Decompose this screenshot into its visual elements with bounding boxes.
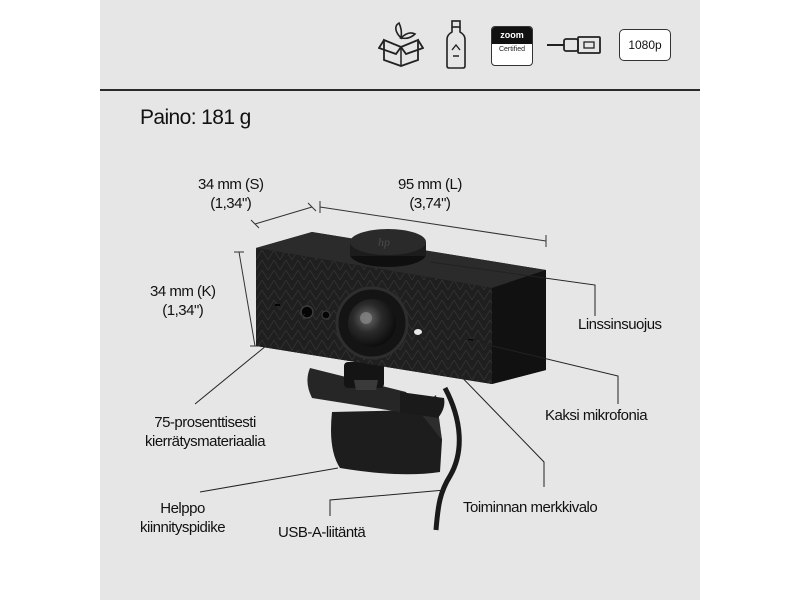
height-metric: 34 mm (K) bbox=[150, 283, 216, 300]
weight-label: Paino: 181 g bbox=[140, 106, 251, 129]
height-dimension-label: 34 mm (K) (1,34") bbox=[150, 282, 216, 320]
length-dimension-label: 95 mm (L) (3,74") bbox=[398, 175, 462, 213]
usb-connector-label: USB-A-liitäntä bbox=[278, 524, 366, 541]
product-panel: zoom Certified 1080p Paino: 181 g bbox=[100, 0, 700, 600]
clip-line-1: Helppo bbox=[160, 500, 205, 517]
zoom-certified-badge: zoom Certified bbox=[491, 26, 533, 66]
indicator-light-label: Toiminnan merkkivalo bbox=[463, 499, 598, 516]
length-imperial: (3,74") bbox=[409, 195, 451, 212]
webcam-illustration: hp bbox=[194, 201, 619, 531]
lens-cover-label: Linssinsuojus bbox=[578, 316, 662, 333]
height-imperial: (1,34") bbox=[162, 302, 204, 319]
resolution-badge: 1080p bbox=[619, 29, 671, 61]
mounting-clip bbox=[307, 362, 462, 531]
svg-text:hp: hp bbox=[378, 235, 390, 249]
recycled-material-label: 75-prosenttisesti kierrätysmateriaalia bbox=[145, 413, 266, 451]
certified-text: Certified bbox=[498, 46, 526, 53]
length-metric: 95 mm (L) bbox=[398, 176, 462, 193]
microphones-label: Kaksi mikrofonia bbox=[545, 407, 648, 424]
clip-line-2: kiinnityspidike bbox=[140, 519, 226, 536]
mounting-clip-label: Helppo kiinnityspidike bbox=[140, 499, 226, 537]
depth-dimension-label: 34 mm (S) (1,34") bbox=[198, 175, 264, 213]
camera-body: hp bbox=[256, 229, 546, 384]
depth-imperial: (1,34") bbox=[210, 195, 252, 212]
header-divider bbox=[100, 89, 700, 91]
depth-metric: 34 mm (S) bbox=[198, 176, 264, 193]
recycled-line-2: kierrätysmateriaalia bbox=[145, 433, 266, 450]
recycled-bottle-icon bbox=[446, 20, 466, 69]
callout-lines bbox=[194, 261, 619, 516]
feature-icon-bar: zoom Certified 1080p bbox=[100, 0, 700, 90]
recyclable-box-icon bbox=[378, 21, 424, 67]
usb-cable-icon bbox=[547, 36, 601, 54]
zoom-logo-text: zoom bbox=[492, 27, 532, 44]
recycled-line-1: 75-prosenttisesti bbox=[154, 414, 256, 431]
